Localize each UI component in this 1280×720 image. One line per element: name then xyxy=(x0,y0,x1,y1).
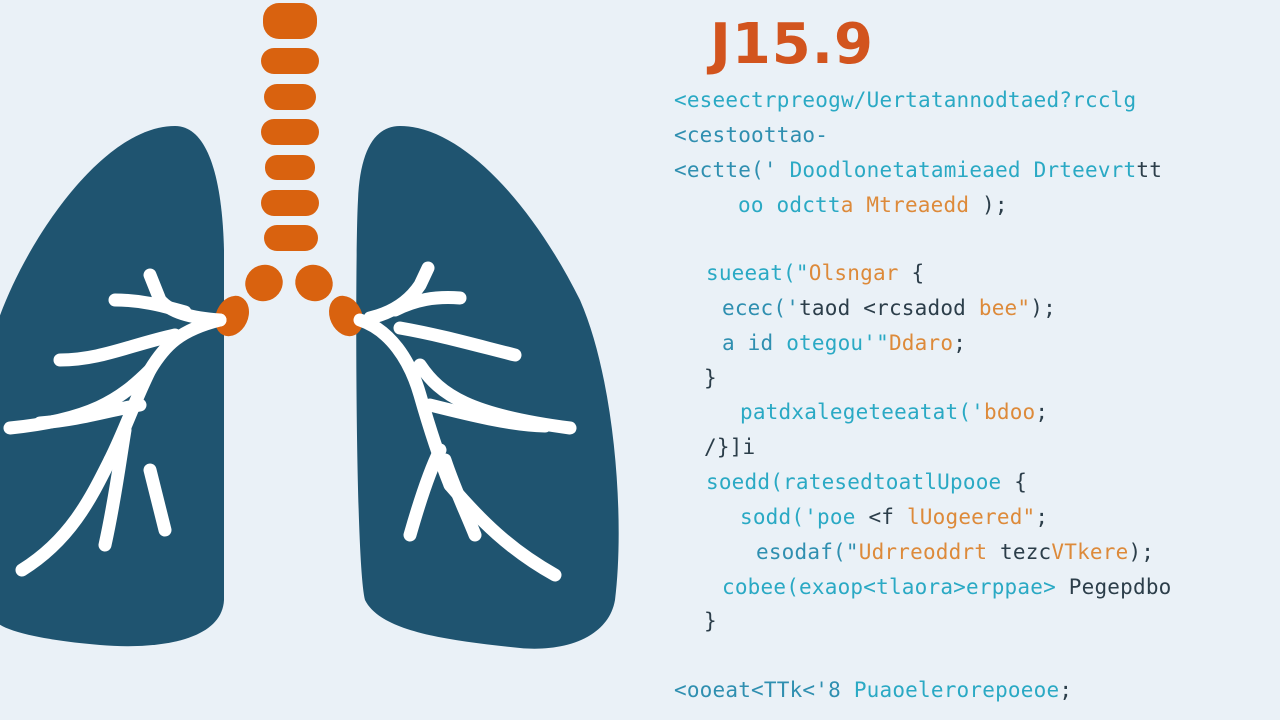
code-line: oo odctta Mtreaedd ); xyxy=(738,193,1008,217)
code-token: ; xyxy=(1059,678,1073,702)
trachea-icon xyxy=(214,3,364,337)
code-line: patdxalegeteeatat('bdoo; xyxy=(740,400,1048,424)
code-line: } xyxy=(704,609,717,633)
code-token: <ectte(' xyxy=(674,158,777,182)
code-token: a id xyxy=(722,331,787,355)
code-line: ecec('taod <rcsadod bee"); xyxy=(722,296,1056,320)
code-token: } xyxy=(704,366,717,390)
code-line: <cestoottao- xyxy=(674,123,828,147)
code-token: <cestoottao- xyxy=(674,123,829,147)
code-token: oo odctt xyxy=(738,193,841,217)
code-line: cobee(exaop<tlaora>erppae> Pegepdbo xyxy=(722,575,1172,599)
code-token: Pegepdbo xyxy=(1068,575,1172,599)
code-token: soedd(ratesedtoatlUpooe xyxy=(706,470,1002,494)
code-token: ; xyxy=(1035,505,1049,529)
code-token: <ooeat<TTk<'8 xyxy=(674,678,854,702)
diagnosis-code-title: J15.9 xyxy=(710,12,875,77)
code-token: /}]i xyxy=(704,435,756,459)
code-token: patdxalegeteeatat(' xyxy=(740,400,985,424)
code-token: ); xyxy=(1030,296,1056,320)
left-bronchi-icon xyxy=(3,268,227,577)
code-token: lUogeered" xyxy=(906,505,1036,529)
code-token: ); xyxy=(969,193,1008,217)
code-line: <eseectrpreogw/Uertatannodtaed?rcclg xyxy=(674,88,1136,112)
code-token: Puaoelerorepoeoe xyxy=(853,678,1060,702)
right-bronchi-icon xyxy=(353,261,577,582)
code-token: Doodlonetatamieaed Drteevrt xyxy=(776,158,1137,182)
code-token: ; xyxy=(953,331,967,355)
code-token: tezc xyxy=(987,540,1052,564)
code-token: { xyxy=(1001,470,1028,494)
code-line: esodaf("Udrreoddrt tezcVTkere); xyxy=(756,540,1154,564)
lungs-illustration xyxy=(0,3,619,649)
code-line: a id otegou'"Ddaro; xyxy=(722,331,966,355)
code-line: <ectte(' Doodlonetatamieaed Drteevrttt xyxy=(674,158,1162,182)
code-line: sodd('poe <f lUogeered"; xyxy=(740,505,1048,529)
code-token: ); xyxy=(1128,540,1155,564)
code-token: preogw/Uertatannodtaed?rcclg xyxy=(776,88,1137,112)
code-token: sueeat(" xyxy=(706,261,809,285)
code-line: } xyxy=(704,366,717,390)
code-token: <eseectr xyxy=(674,88,777,112)
code-token: esodaf(" xyxy=(756,540,859,564)
code-token: bdoo xyxy=(984,400,1036,424)
code-token: ecec(' xyxy=(722,296,800,320)
code-line: sueeat("Olsngar { xyxy=(706,261,924,285)
code-token: Ddaro xyxy=(888,331,954,355)
code-token: bee" xyxy=(978,296,1031,320)
code-token: <f xyxy=(868,505,907,529)
code-line: <ooeat<TTk<'8 Puaoelerorepoeoe; xyxy=(674,678,1072,702)
code-token: tt xyxy=(1136,158,1163,182)
code-token: taod <rcsadod xyxy=(799,296,979,320)
code-line: soedd(ratesedtoatlUpooe { xyxy=(706,470,1027,494)
code-token: } xyxy=(704,609,717,633)
code-token: cobee(exaop<tlaora>erppae> xyxy=(722,575,1069,599)
code-token: { xyxy=(898,261,925,285)
code-token: sodd('poe xyxy=(740,505,869,529)
code-token: otegou'" xyxy=(786,331,889,355)
code-token: VTkere xyxy=(1051,540,1129,564)
code-token: Olsngar xyxy=(808,261,899,285)
code-token: Udrreoddrt xyxy=(858,540,988,564)
code-line: /}]i xyxy=(704,435,755,459)
code-token: ; xyxy=(1035,400,1049,424)
code-token: a Mtreaedd xyxy=(840,193,970,217)
right-lung-icon xyxy=(356,126,619,649)
